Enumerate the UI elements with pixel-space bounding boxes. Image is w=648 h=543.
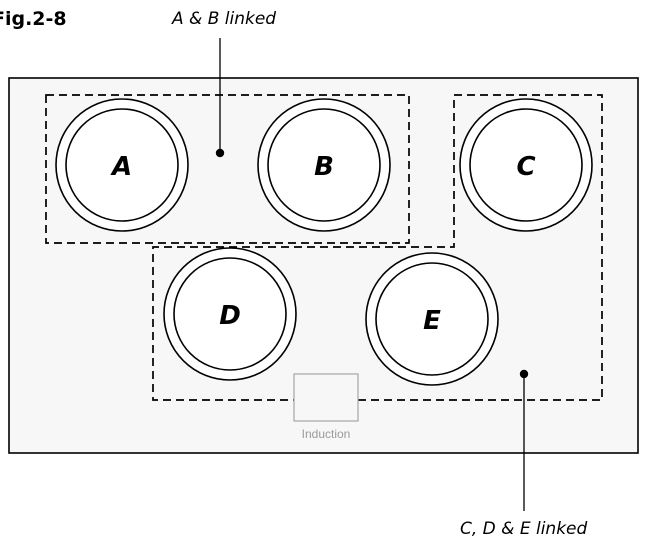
zone-e-inner-ring [375, 262, 489, 376]
cde-linked-region [152, 94, 603, 401]
zone-c-inner-ring [469, 108, 583, 222]
zone-b-label: B [314, 152, 334, 182]
callout-ab-linked-label: A & B linked [171, 9, 276, 29]
cooking-zone-d: D [163, 247, 297, 381]
ab-linked-region [45, 94, 410, 244]
zone-a-label: A [110, 152, 132, 182]
zone-c-label: C [516, 152, 535, 182]
cooking-zone-e: E [365, 252, 499, 386]
induction-symbol-box [293, 373, 359, 422]
cooking-zone-b: B [257, 98, 391, 232]
callout-cde-linked-label: C, D & E linked [460, 519, 588, 539]
zone-d-inner-ring [173, 257, 287, 371]
ab-marker-dot [215, 148, 225, 158]
zone-b-inner-ring [267, 108, 381, 222]
zone-e-label: E [423, 306, 441, 336]
zone-a-inner-ring [65, 108, 179, 222]
cooking-zone-a: A [55, 98, 189, 232]
zone-d-label: D [219, 301, 241, 331]
induction-logo: Induction [293, 373, 359, 441]
figure-label: Fig.2-8 [0, 8, 67, 30]
induction-label: Induction [302, 427, 351, 441]
cooking-zone-c: C [459, 98, 593, 232]
